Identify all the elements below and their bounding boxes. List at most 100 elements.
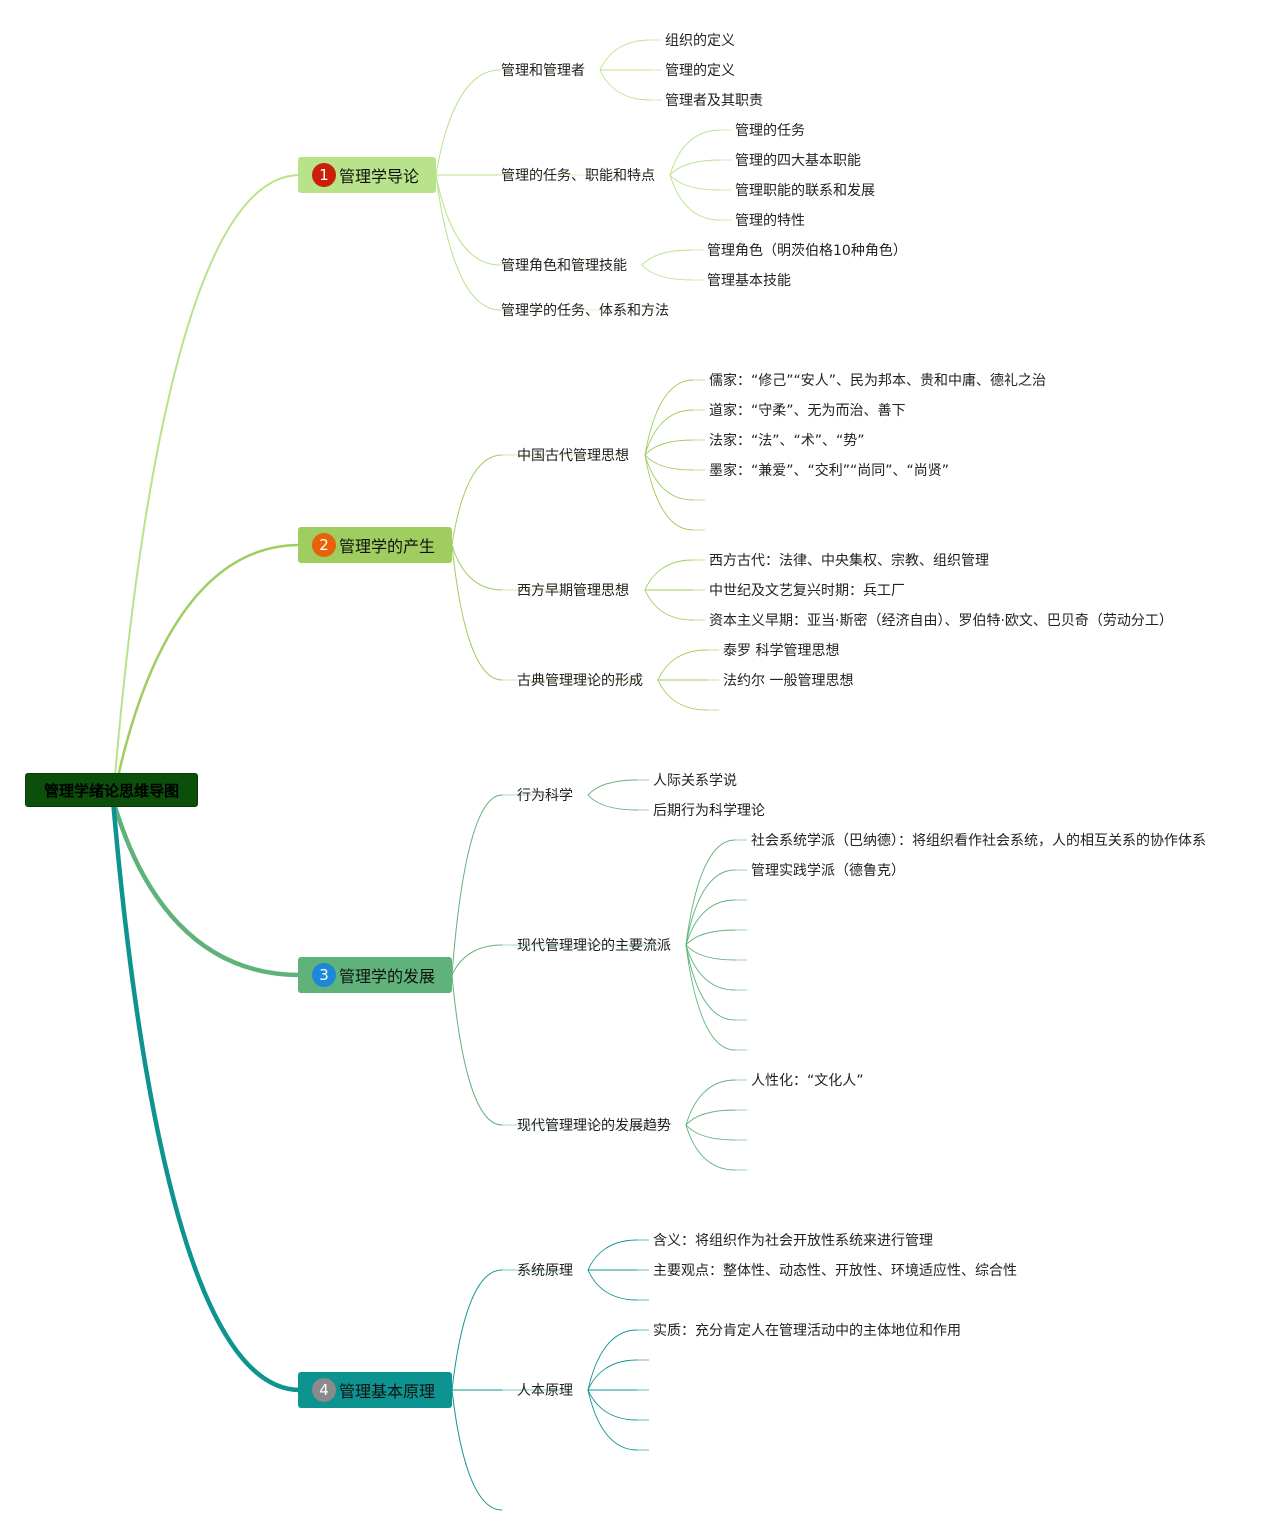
connector-line <box>451 454 503 546</box>
connector-line <box>641 249 693 266</box>
connector-line <box>435 174 501 311</box>
connector-line <box>685 869 736 946</box>
connector-line <box>669 159 721 176</box>
leaf-item[interactable]: 中世纪及文艺复兴时期：兵工厂 <box>709 583 905 599</box>
branch-node-origin[interactable]: 2 管理学的产生 <box>298 527 452 563</box>
root-title: 管理学绪论思维导图 <box>43 781 179 800</box>
subtopic-early-western-thought[interactable]: 西方早期管理思想 <box>517 583 629 599</box>
number-badge: 2 <box>312 533 336 557</box>
connector-line <box>451 544 503 681</box>
connector-line <box>587 1389 638 1421</box>
connector-line <box>685 1109 736 1126</box>
leaf-item[interactable]: 法约尔 一般管理思想 <box>723 673 854 689</box>
leaf-item[interactable]: 墨家：“兼爱”、“交利”“尚同”、“尚贤” <box>709 463 950 479</box>
connector-line <box>110 797 303 1393</box>
connector-line <box>644 454 694 501</box>
branch-node-intro[interactable]: 1 管理学导论 <box>298 157 436 193</box>
connector-line <box>435 174 501 266</box>
subtopic-managers[interactable]: 管理和管理者 <box>501 63 585 79</box>
number-badge: 4 <box>312 1378 336 1402</box>
connector-line <box>669 174 721 221</box>
connector-line <box>644 379 694 456</box>
branch-title: 管理学的发展 <box>339 967 436 986</box>
connector-line <box>669 174 721 191</box>
leaf-item[interactable]: 道家：“守柔”、无为而治、善下 <box>709 403 906 419</box>
connector-line <box>644 559 694 591</box>
subtopic-human-principle[interactable]: 人本原理 <box>517 1383 573 1399</box>
connector-line <box>644 454 694 471</box>
leaf-item[interactable]: 后期行为科学理论 <box>653 803 765 819</box>
leaf-item[interactable]: 管理的四大基本职能 <box>735 153 861 169</box>
connector-line <box>657 649 708 681</box>
connector-line <box>685 944 736 1051</box>
subtopic-system-principle[interactable]: 系统原理 <box>517 1263 573 1279</box>
connector-line <box>685 944 736 1021</box>
connector-line <box>599 69 651 101</box>
leaf-item[interactable]: 组织的定义 <box>665 33 735 49</box>
leaf-item[interactable]: 人际关系学说 <box>653 773 737 789</box>
connector-line <box>451 944 503 976</box>
connector-line <box>587 794 638 811</box>
subtopic-classical-theory[interactable]: 古典管理理论的形成 <box>517 673 643 689</box>
connector-line <box>110 797 303 978</box>
connector-line <box>451 1389 503 1511</box>
connector-line <box>644 439 694 456</box>
connector-line <box>669 129 721 176</box>
leaf-item[interactable]: 管理的定义 <box>665 63 735 79</box>
branch-title: 管理基本原理 <box>339 1382 436 1401</box>
leaf-item[interactable]: 人性化：“文化人” <box>751 1073 864 1089</box>
connector-line <box>435 69 501 176</box>
connector-line <box>644 589 694 621</box>
connector-line <box>644 409 694 456</box>
subtopic-discipline-methods[interactable]: 管理学的任务、体系和方法 <box>501 303 669 319</box>
connector-line <box>111 543 302 802</box>
branch-node-principles[interactable]: 4 管理基本原理 <box>298 1372 452 1408</box>
subtopic-ancient-chinese-thought[interactable]: 中国古代管理思想 <box>517 448 629 464</box>
branch-title: 管理学导论 <box>339 167 420 186</box>
connector-line <box>451 974 503 1126</box>
number-badge: 3 <box>312 963 336 987</box>
connector-line <box>641 264 693 281</box>
connector-line <box>685 944 736 961</box>
leaf-item[interactable]: 法家：“法”、“术”、“势” <box>709 433 865 449</box>
leaf-item[interactable]: 西方古代：法律、中央集权、宗教、组织管理 <box>709 553 989 569</box>
connector-line <box>451 1269 503 1391</box>
connector-line <box>112 174 301 801</box>
subtopic-roles-skills[interactable]: 管理角色和管理技能 <box>501 258 627 274</box>
leaf-item[interactable]: 管理职能的联系和发展 <box>735 183 875 199</box>
connector-line <box>685 929 736 946</box>
subtopic-tasks-functions[interactable]: 管理的任务、职能和特点 <box>501 168 655 184</box>
connector-line <box>587 1359 638 1391</box>
branch-node-development[interactable]: 3 管理学的发展 <box>298 957 452 993</box>
connector-line <box>587 1269 638 1301</box>
connector-line <box>599 39 651 71</box>
leaf-item[interactable]: 含义：将组织作为社会开放性系统来进行管理 <box>653 1233 933 1249</box>
leaf-item[interactable]: 社会系统学派（巴纳德）：将组织看作社会系统，人的相互关系的协作体系 <box>751 833 1206 849</box>
leaf-item[interactable]: 管理的特性 <box>735 213 805 229</box>
connector-line <box>587 1329 638 1391</box>
leaf-item[interactable]: 主要观点：整体性、动态性、开放性、环境适应性、综合性 <box>653 1263 1017 1279</box>
subtopic-modern-trends[interactable]: 现代管理理论的发展趋势 <box>517 1118 671 1134</box>
leaf-item[interactable]: 管理实践学派（德鲁克） <box>751 863 905 879</box>
connector-line <box>587 1389 638 1451</box>
leaf-item[interactable]: 实质：充分肯定人在管理活动中的主体地位和作用 <box>653 1323 961 1339</box>
leaf-item[interactable]: 儒家：“修己”“安人”、民为邦本、贵和中庸、德礼之治 <box>709 373 1047 389</box>
leaf-item[interactable]: 管理基本技能 <box>707 273 791 289</box>
connector-line <box>685 839 736 946</box>
subtopic-modern-schools[interactable]: 现代管理理论的主要流派 <box>517 938 671 954</box>
leaf-item[interactable]: 管理者及其职责 <box>665 93 763 109</box>
connector-line <box>657 679 708 711</box>
leaf-item[interactable]: 管理的任务 <box>735 123 805 139</box>
branch-title: 管理学的产生 <box>339 537 436 556</box>
connector-line <box>685 1124 736 1171</box>
connector-line <box>587 1239 638 1271</box>
connector-line <box>685 1079 736 1126</box>
leaf-item[interactable]: 泰罗 科学管理思想 <box>723 643 840 659</box>
leaf-item[interactable]: 管理角色（明茨伯格10种角色） <box>707 243 907 259</box>
connector-line <box>451 794 503 976</box>
subtopic-behavioral-science[interactable]: 行为科学 <box>517 788 573 804</box>
leaf-item[interactable]: 资本主义早期：亚当·斯密（经济自由）、罗伯特·欧文、巴贝奇（劳动分工） <box>709 613 1173 629</box>
root-node[interactable]: 管理学绪论思维导图 <box>25 773 198 807</box>
connector-line <box>685 944 736 991</box>
